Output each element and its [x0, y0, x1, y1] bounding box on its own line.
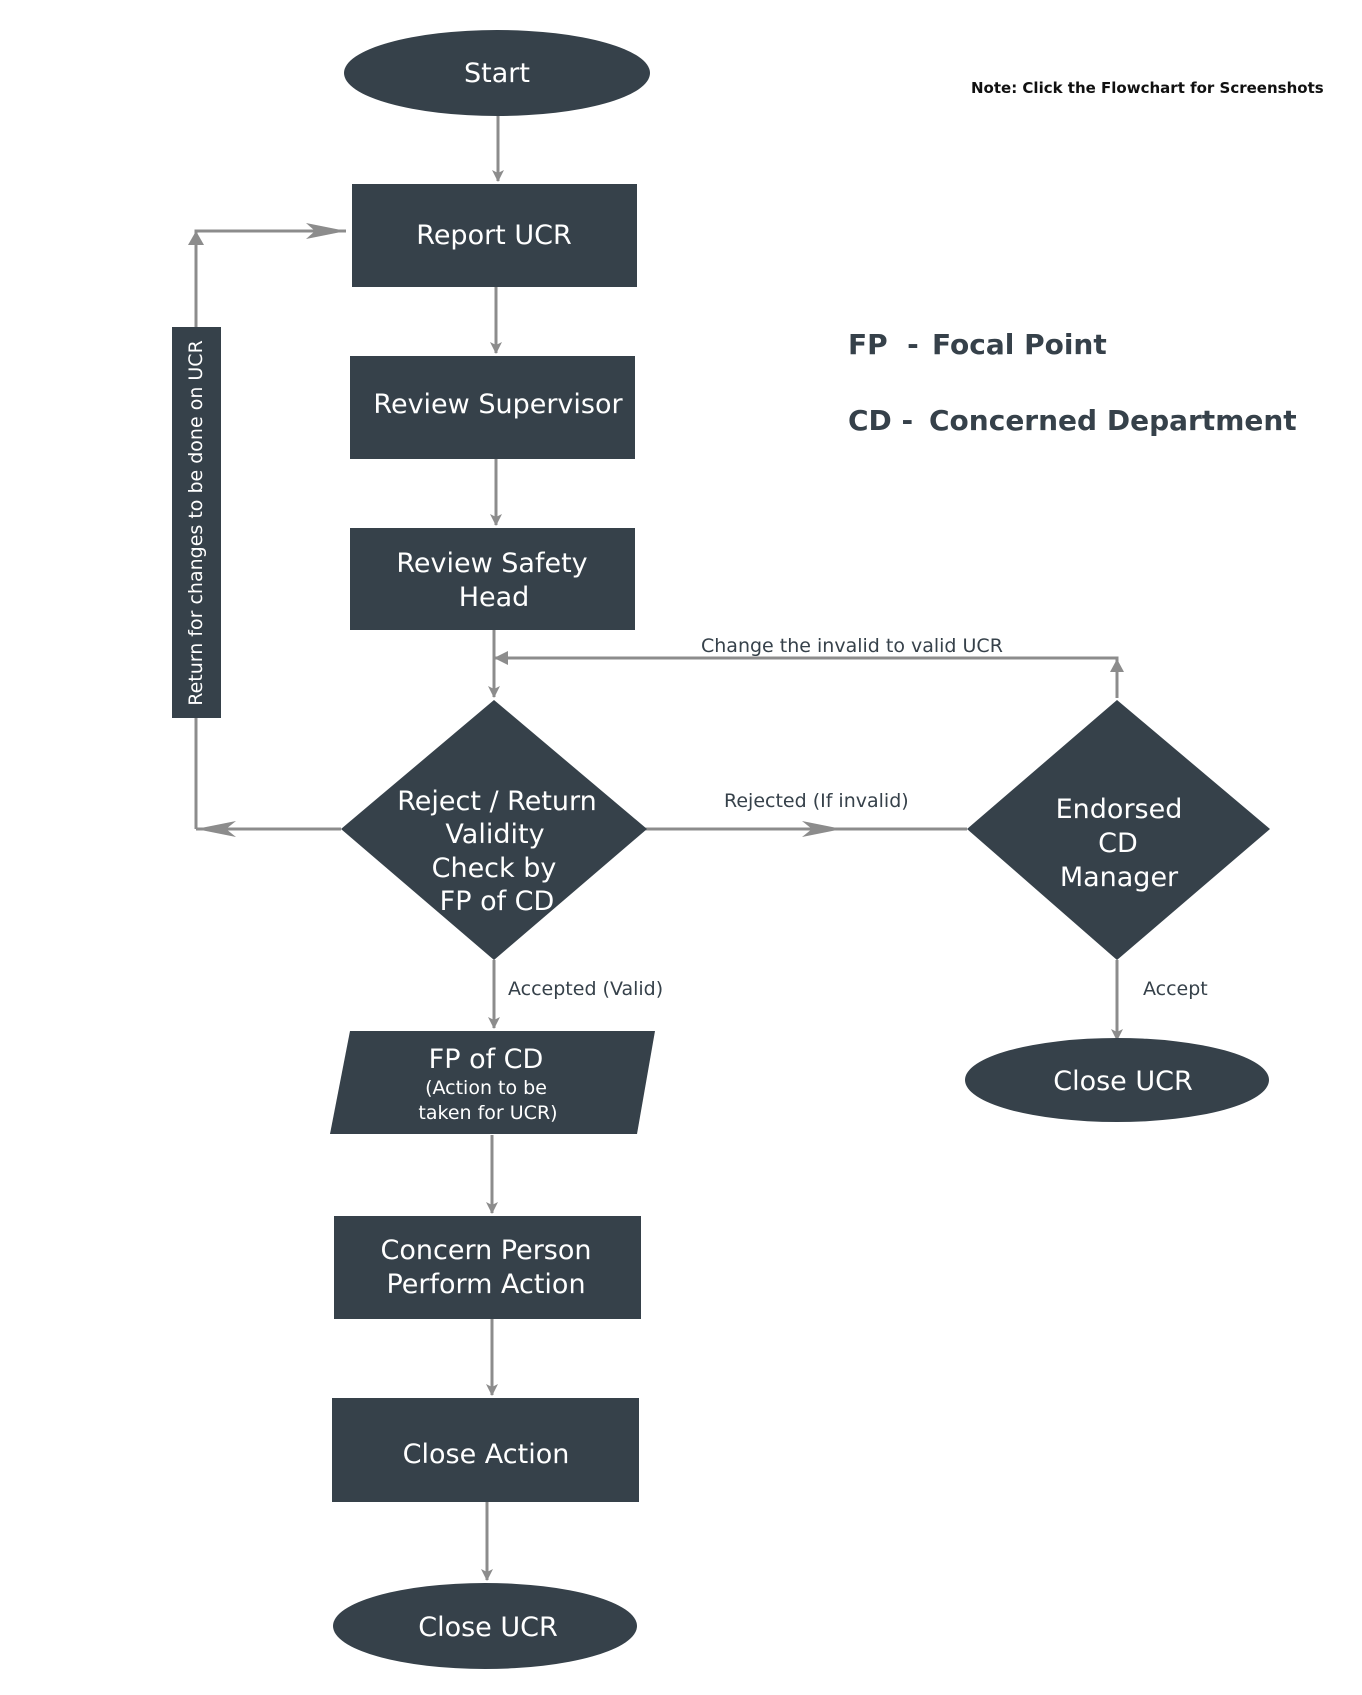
- validity-line1: Reject / Return: [397, 786, 597, 817]
- close-action-node[interactable]: Close Action: [332, 1398, 639, 1502]
- validity-line3: Check by: [432, 853, 557, 884]
- close-ucr-bottom-node[interactable]: Close UCR: [333, 1583, 637, 1669]
- review-safety-head-line2: Head: [459, 582, 530, 613]
- return-arrowhead-up: [188, 231, 204, 245]
- fp-of-cd-title: FP of CD: [429, 1044, 544, 1075]
- rejected-arrowhead: [802, 821, 842, 837]
- return-arrowhead-left: [196, 821, 236, 837]
- accepted-label: Accepted (Valid): [508, 978, 663, 1000]
- endorsed-line1: Endorsed: [1056, 794, 1183, 825]
- accept-label: Accept: [1143, 978, 1208, 1000]
- concern-person-line2: Perform Action: [386, 1269, 585, 1300]
- report-ucr-node[interactable]: Report UCR: [352, 184, 637, 287]
- legend-meaning-fp: Focal Point: [932, 328, 1107, 361]
- close-ucr-right-node[interactable]: Close UCR: [965, 1038, 1269, 1122]
- review-supervisor-node[interactable]: Review Supervisor: [350, 356, 635, 459]
- rejected-label: Rejected (If invalid): [724, 790, 909, 812]
- change-arrowhead-left: [494, 651, 508, 665]
- endorsed-cd-manager-decision[interactable]: Endorsed CD Manager: [967, 700, 1270, 960]
- change-invalid-label: Change the invalid to valid UCR: [701, 635, 1003, 657]
- start-label: Start: [464, 58, 530, 89]
- validity-line4: FP of CD: [440, 886, 555, 917]
- review-supervisor-label: Review Supervisor: [373, 389, 623, 420]
- fp-of-cd-detail-line1: (Action to be: [425, 1077, 547, 1099]
- legend-abbr-fp: FP -: [848, 328, 919, 361]
- connector-endorsed-change-loop: [494, 656, 1119, 698]
- concern-person-node[interactable]: Concern Person Perform Action: [334, 1216, 641, 1319]
- fp-of-cd-detail-line2: taken for UCR): [418, 1102, 557, 1124]
- start-node[interactable]: Start: [344, 30, 650, 116]
- validity-check-decision[interactable]: Reject / Return Validity Check by FP of …: [341, 700, 647, 960]
- endorsed-line3: Manager: [1060, 862, 1179, 893]
- validity-line2: Validity: [445, 819, 544, 850]
- concern-person-line1: Concern Person: [381, 1235, 592, 1266]
- legend: FP - Focal Point CD - Concerned Departme…: [848, 328, 1297, 437]
- review-safety-head-line1: Review Safety: [396, 548, 587, 579]
- endorsed-line2: CD: [1098, 828, 1138, 859]
- close-ucr-right-label: Close UCR: [1053, 1066, 1193, 1097]
- fp-of-cd-node[interactable]: FP of CD (Action to be taken for UCR): [330, 1031, 655, 1134]
- close-ucr-bottom-label: Close UCR: [418, 1612, 558, 1643]
- legend-abbr-cd: CD -: [848, 404, 913, 437]
- return-label-box: Return for changes to be done on UCR: [172, 327, 221, 718]
- review-safety-head-node[interactable]: Review Safety Head: [350, 528, 635, 630]
- return-label: Return for changes to be done on UCR: [185, 340, 207, 706]
- close-action-label: Close Action: [403, 1439, 570, 1470]
- screenshot-note: Note: Click the Flowchart for Screenshot…: [971, 79, 1324, 97]
- change-arrowhead-up: [1110, 659, 1124, 672]
- legend-meaning-cd: Concerned Department: [929, 404, 1297, 437]
- report-ucr-label: Report UCR: [416, 220, 571, 251]
